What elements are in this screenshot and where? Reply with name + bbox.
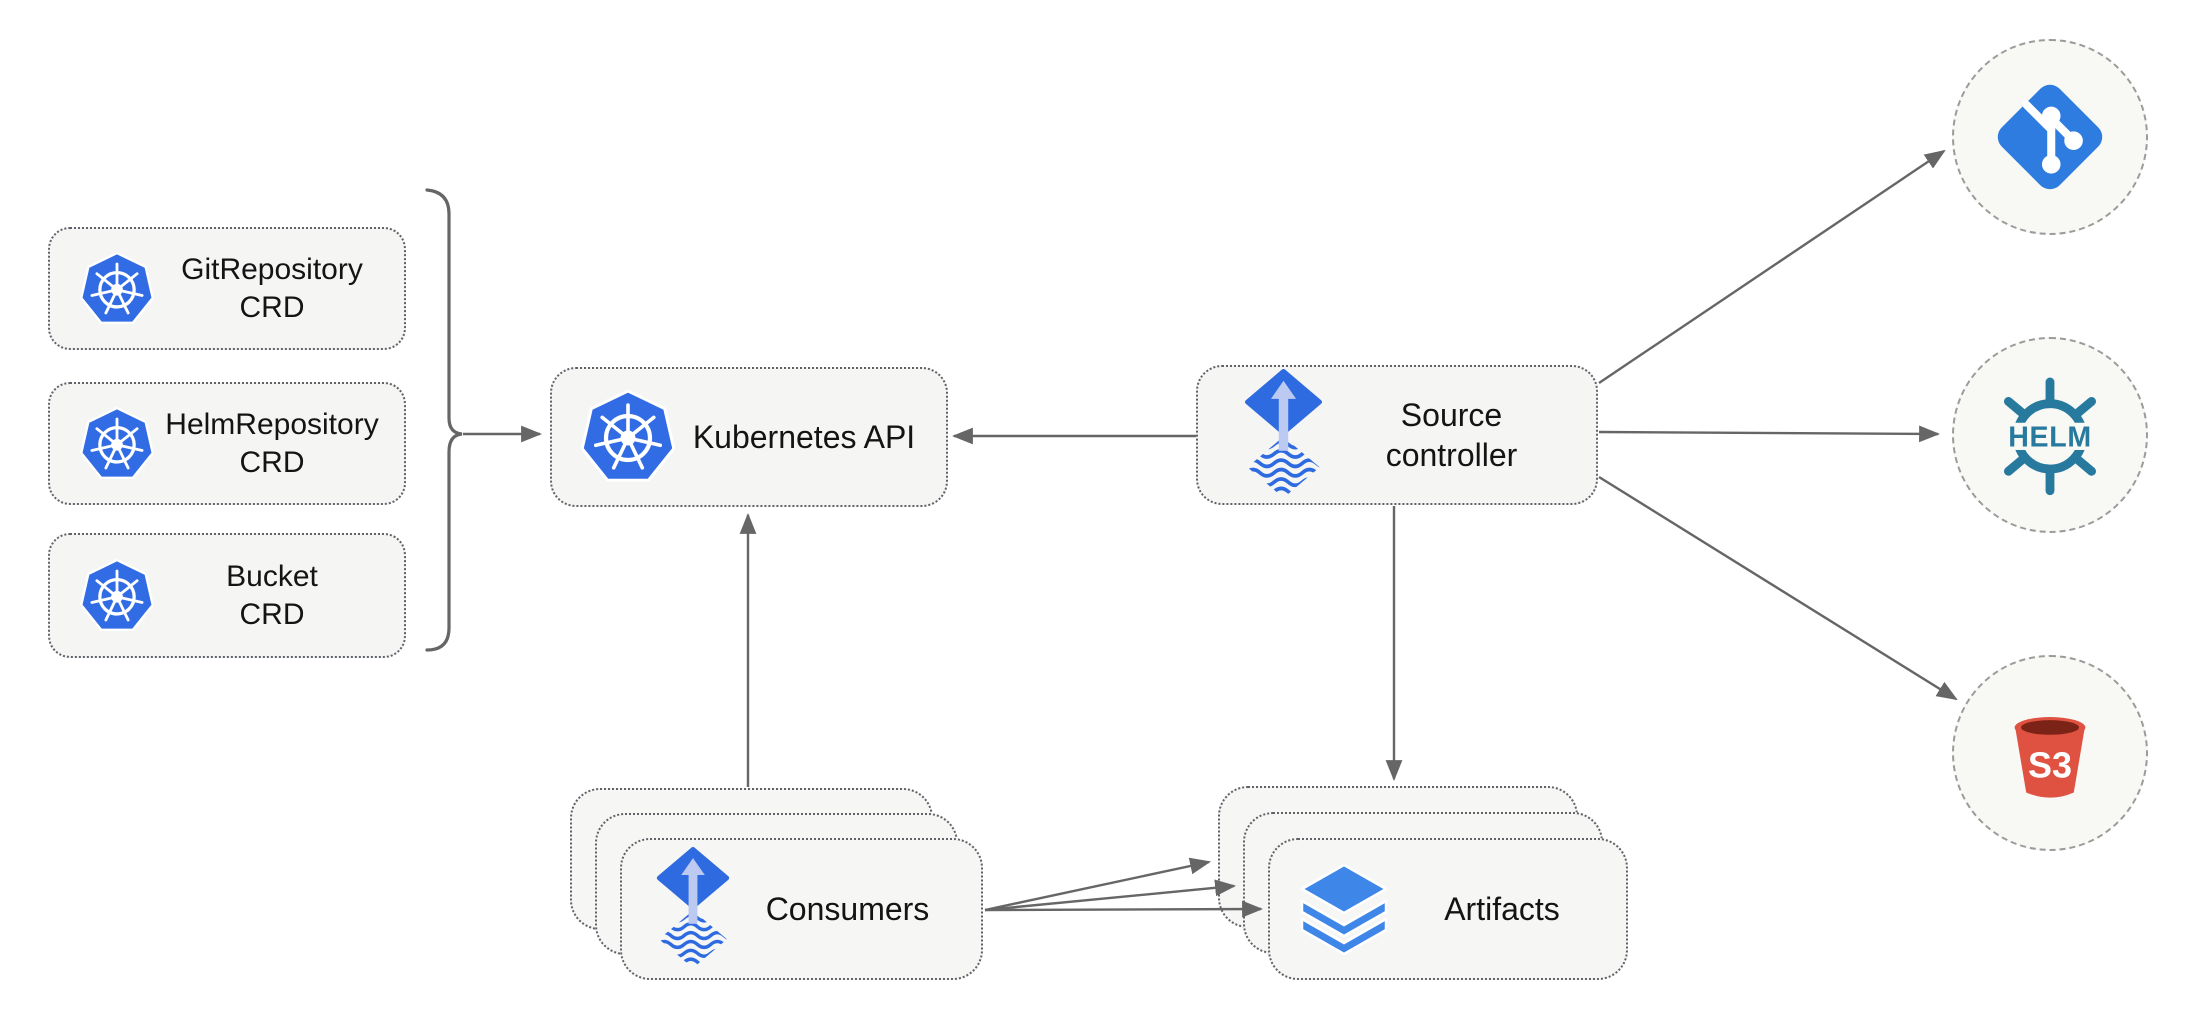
s3-bucket-icon: S3 <box>2014 717 2086 798</box>
kubernetes-icon <box>78 557 156 635</box>
node-label: HelmRepository CRD <box>156 406 404 482</box>
node-helm-source: HELM <box>1952 337 2148 533</box>
consumers-label: Consumers <box>765 891 930 927</box>
flux-icon <box>1244 369 1323 501</box>
gitrepository-crd-line1: GitRepository <box>181 252 363 286</box>
s3-wordmark: S3 <box>2028 744 2072 785</box>
node-git-source <box>1952 39 2148 235</box>
helm-icon: HELM <box>1982 377 2118 496</box>
node-gitrepository-crd: GitRepository CRD <box>48 227 406 350</box>
source-controller-line1: Source <box>1400 397 1503 433</box>
bucket-crd-line1: Bucket <box>226 559 318 593</box>
node-s3-source: S3 <box>1952 655 2148 851</box>
kubernetes-icon <box>78 250 156 328</box>
flux-icon <box>656 847 730 971</box>
node-kubernetes-api: Kubernetes API <box>550 367 948 507</box>
git-icon <box>1997 84 2103 190</box>
helm-wordmark: HELM <box>2008 422 2092 454</box>
source-controller-line2: controller <box>1385 437 1518 473</box>
node-label: Bucket CRD <box>156 558 404 634</box>
kubernetes-icon <box>78 405 156 483</box>
helmrepository-crd-line2: CRD <box>239 445 305 479</box>
artifacts-label: Artifacts <box>1444 891 1560 927</box>
gitrepository-crd-line2: CRD <box>239 290 305 324</box>
node-helmrepository-crd: HelmRepository CRD <box>48 382 406 505</box>
node-label: GitRepository CRD <box>156 251 404 327</box>
kubernetes-api-label: Kubernetes API <box>692 419 916 455</box>
kubernetes-icon <box>578 387 678 487</box>
node-artifacts: Artifacts <box>1268 838 1628 980</box>
node-source-controller: Source controller <box>1196 365 1598 505</box>
bucket-crd-line2: CRD <box>239 597 305 631</box>
layers-icon <box>1294 859 1394 959</box>
node-consumers: Consumers <box>620 838 983 980</box>
node-bucket-crd: Bucket CRD <box>48 533 406 658</box>
helmrepository-crd-line1: HelmRepository <box>165 407 379 441</box>
source-controller-label: Source controller <box>1323 395 1596 475</box>
